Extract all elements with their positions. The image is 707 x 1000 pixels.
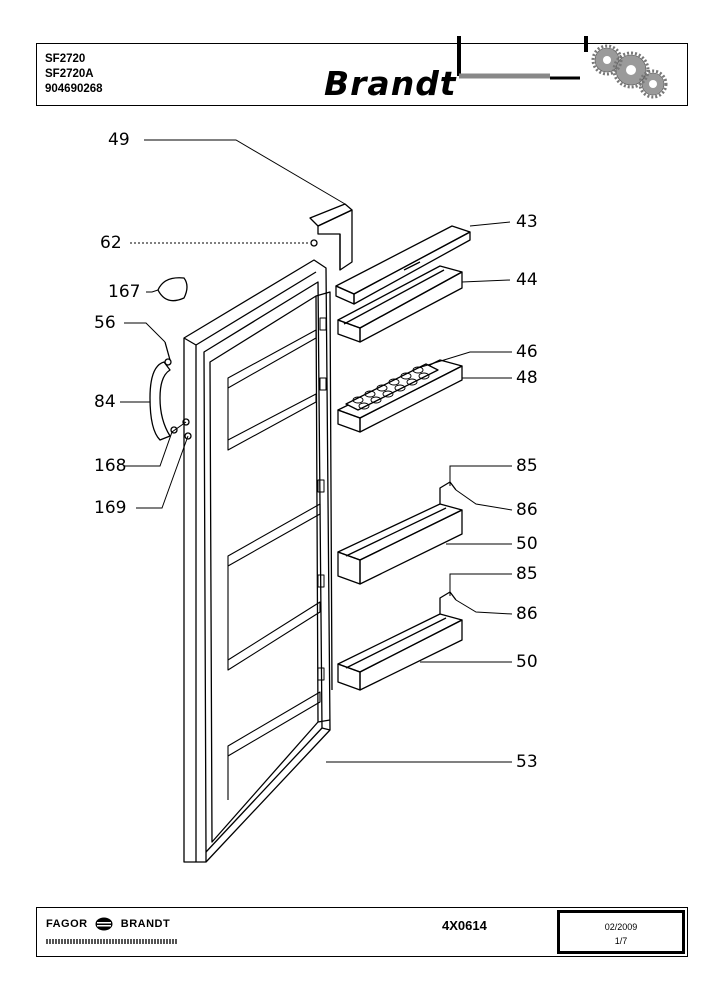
callout-50: 50 [516, 652, 538, 672]
callout-46: 46 [516, 342, 538, 362]
date-page-box: 02/2009 1/7 [557, 910, 685, 954]
callout-50: 50 [516, 534, 538, 554]
callout-56: 56 [94, 313, 116, 333]
callout-44: 44 [516, 270, 538, 290]
callout-48: 48 [516, 368, 538, 388]
callout-86: 86 [516, 604, 538, 624]
callout-168: 168 [94, 456, 127, 476]
model-number: SF2720A [45, 68, 94, 80]
door-clips [317, 317, 327, 681]
screw-62 [310, 239, 318, 247]
callout-43: 43 [516, 212, 538, 232]
document-code: 4X0614 [442, 918, 487, 933]
document-date: 02/2009 [604, 922, 638, 932]
gears-logo-icon [457, 36, 668, 99]
screw-56 [164, 341, 171, 361]
fagor-brandt-logo-icon [95, 917, 113, 931]
company-name-right: BRANDT [120, 917, 171, 930]
page-number: 1/7 [614, 936, 628, 946]
callout-62: 62 [100, 233, 122, 253]
door-ribs [227, 329, 321, 800]
brand-logo: Brandt [324, 64, 457, 103]
header-title-block: SF2720 SF2720A 904690268 Brandt [36, 36, 688, 106]
part-168 [182, 418, 190, 426]
callout-85: 85 [516, 456, 538, 476]
model-list: SF2720 SF2720A 904690268 [45, 52, 103, 97]
egg-shelf-46-48 [337, 359, 463, 433]
callout-49: 49 [108, 130, 130, 150]
callout-169: 169 [94, 498, 127, 518]
shelf-lid-43 [335, 225, 471, 305]
company-logo: FAGOR BRANDT [46, 917, 170, 931]
footer-title-block: FAGOR BRANDT 4X0614 02/2009 1/7 [36, 907, 688, 957]
callout-85: 85 [516, 564, 538, 584]
hinge-top [309, 203, 353, 271]
leader-lines [120, 139, 513, 763]
cap-167 [157, 277, 188, 302]
model-number: SF2720 [45, 53, 86, 65]
callout-53: 53 [516, 752, 538, 772]
callout-84: 84 [94, 392, 116, 412]
door-shelf-44 [337, 265, 463, 343]
company-tagline-graphic [46, 939, 178, 944]
callout-167: 167 [108, 282, 141, 302]
callout-86: 86 [516, 500, 538, 520]
company-name-left: FAGOR [46, 917, 88, 930]
bottle-shelf-50b [337, 591, 463, 691]
door-handle [149, 358, 178, 441]
door-panel [183, 259, 333, 863]
model-number: 904690268 [45, 83, 103, 95]
bottle-shelf-50a [337, 481, 463, 585]
part-169 [184, 432, 192, 440]
